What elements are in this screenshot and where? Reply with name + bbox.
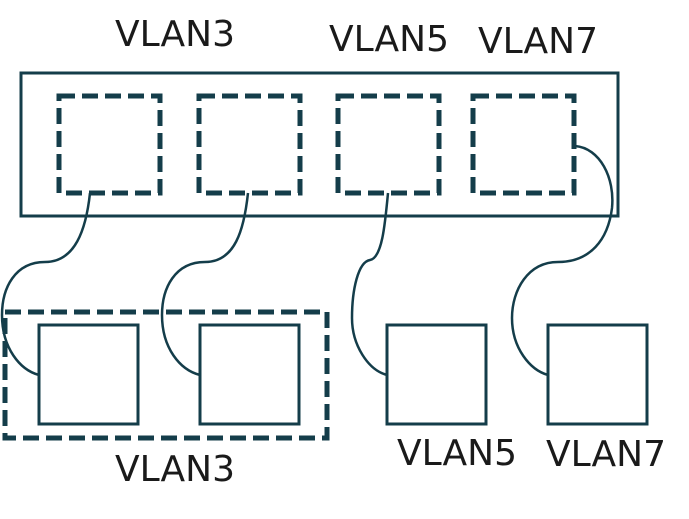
device-vlan7 [546, 323, 649, 426]
device-vlan5 [385, 323, 488, 426]
device-label-vlan5: VLAN5 [397, 433, 517, 474]
switch-label-vlan3: VLAN3 [115, 14, 235, 55]
cable-3 [350, 192, 390, 377]
switch-port-3 [335, 93, 442, 196]
cable-2 [160, 192, 250, 377]
switch-port-2 [196, 93, 303, 196]
device-label-vlan7: VLAN7 [546, 434, 666, 475]
cable-1 [0, 192, 92, 377]
cable-4 [510, 144, 614, 377]
switch-label-vlan7: VLAN7 [478, 21, 598, 62]
device-vlan3-b [198, 323, 301, 426]
device-group-label-vlan3: VLAN3 [115, 449, 235, 490]
vlan3-group-box [2, 309, 330, 441]
device-vlan3-a [37, 323, 140, 426]
switch-label-vlan5: VLAN5 [329, 19, 449, 60]
switch-port-1 [56, 93, 163, 196]
switch-port-4 [470, 93, 577, 196]
switch-body [19, 71, 620, 218]
